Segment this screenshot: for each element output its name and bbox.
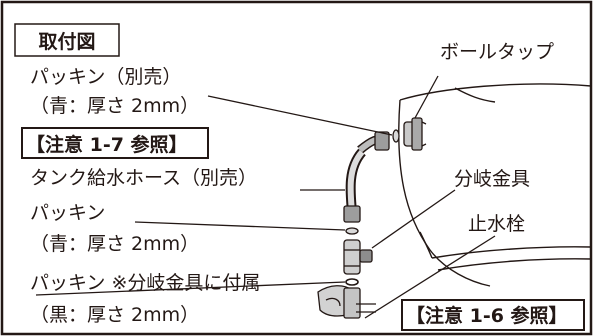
label-branch-fitting: 分岐金具 bbox=[454, 168, 530, 190]
leader-branch bbox=[371, 189, 456, 249]
packing-blue-middle bbox=[345, 227, 359, 235]
branch-fitting bbox=[343, 239, 373, 275]
ball-tap-inlet bbox=[403, 117, 427, 151]
label-packing-3-line1: パッキン ※分岐金具に付属 bbox=[30, 272, 260, 294]
leader-lines bbox=[35, 75, 496, 319]
label-packing-3-line2: （黒：厚さ 2mm） bbox=[30, 304, 199, 326]
packing-blue-top bbox=[392, 129, 400, 143]
label-packing-1-line1: パッキン（別売） bbox=[30, 66, 181, 88]
label-stop-valve: 止水栓 bbox=[468, 213, 525, 235]
title-box bbox=[14, 23, 120, 57]
leader-ball-tap bbox=[414, 75, 439, 119]
label-packing-1-line2: （青：厚さ 2mm） bbox=[30, 95, 199, 117]
label-packing-2-line1: パッキン bbox=[30, 202, 105, 224]
caution-1-6-box bbox=[401, 299, 585, 331]
tank-supply-hose bbox=[343, 131, 390, 223]
title: 取付図 bbox=[38, 30, 95, 53]
label-tank-hose: タンク給水ホース（別売） bbox=[30, 167, 257, 189]
label-packing-2-line2: （青：厚さ 2mm） bbox=[30, 233, 199, 255]
label-caution-1-7: 【注意 1-7 参照】 bbox=[26, 133, 188, 156]
leader-packing-1 bbox=[207, 95, 393, 136]
stop-valve bbox=[317, 285, 376, 319]
leader-stop-valve bbox=[364, 235, 496, 319]
label-caution-1-6: 【注意 1-6 参照】 bbox=[406, 304, 568, 327]
packing-black bbox=[345, 278, 359, 286]
leader-packing-2 bbox=[134, 221, 346, 231]
label-ball-tap: ボールタップ bbox=[440, 41, 554, 63]
toilet-tank bbox=[398, 83, 592, 287]
leader-packing-3 bbox=[35, 281, 346, 296]
caution-1-7-box bbox=[21, 127, 209, 159]
